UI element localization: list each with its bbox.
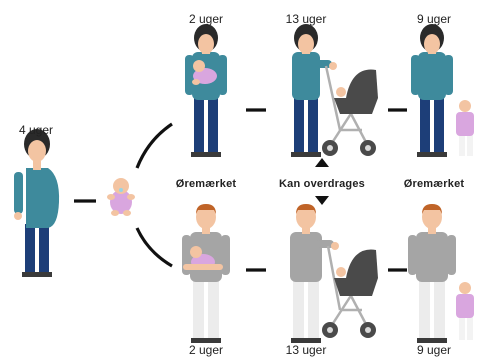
mother-with-stroller-icon bbox=[291, 24, 378, 157]
mother-with-toddler-icon bbox=[411, 24, 474, 157]
up-down-arrows-icon bbox=[315, 158, 329, 205]
father-with-stroller-icon bbox=[290, 204, 378, 343]
earmarked-right-label: Øremærket bbox=[403, 178, 465, 190]
baby-icon bbox=[107, 178, 135, 216]
father-period-3-label: 9 uger bbox=[416, 343, 452, 357]
father-period-2-label: 13 uger bbox=[285, 343, 327, 357]
connector-arc-lower bbox=[135, 227, 173, 268]
earmarked-left-label: Øremærket bbox=[175, 178, 237, 190]
mother-period-3-label: 9 uger bbox=[416, 12, 452, 26]
father-with-toddler-icon bbox=[408, 204, 474, 343]
pregnant-woman-icon bbox=[14, 129, 60, 277]
transferable-label: Kan overdrages bbox=[279, 178, 365, 190]
mother-period-2-label: 13 uger bbox=[285, 12, 327, 26]
pregnancy-duration-label: 4 uger bbox=[18, 123, 54, 137]
connector-arc-upper bbox=[135, 122, 173, 169]
father-holding-baby-icon bbox=[182, 204, 230, 343]
connector-lines bbox=[74, 108, 407, 272]
mother-holding-baby-icon bbox=[185, 24, 227, 157]
mother-period-1-label: 2 uger bbox=[188, 12, 224, 26]
father-period-1-label: 2 uger bbox=[188, 343, 224, 357]
